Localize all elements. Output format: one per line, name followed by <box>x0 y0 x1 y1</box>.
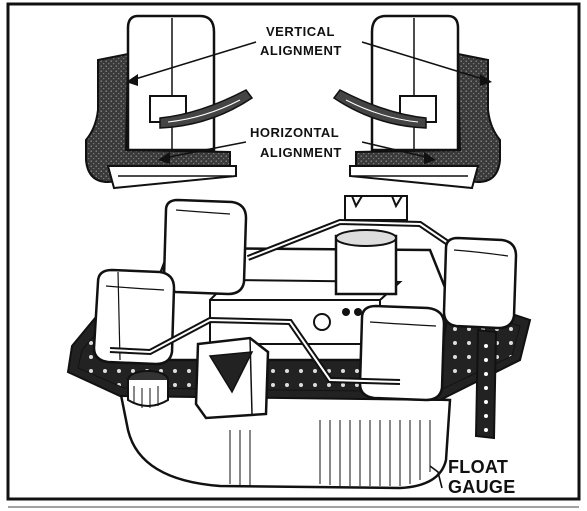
float-gauge-label-line2: GAUGE <box>448 477 516 497</box>
right-lever-arm <box>332 89 427 129</box>
float-gauge-wire-front-hl <box>109 318 401 383</box>
gauge-bridge <box>344 195 408 221</box>
float-back-left-seam <box>175 209 231 215</box>
arrow-horizontal-right <box>424 152 436 164</box>
arrow-vertical-right <box>480 74 492 86</box>
float-gauge-wire-top-hl <box>247 220 471 259</box>
right-lever-highlight <box>345 99 419 123</box>
float-back-right-seam <box>453 249 509 257</box>
float-front-right-seam <box>369 321 437 327</box>
float-back-right <box>442 236 518 330</box>
jet-dot-2 <box>354 308 362 316</box>
right-float <box>370 14 460 152</box>
left-lever-highlight <box>167 99 241 123</box>
left-lever-arm <box>159 89 254 129</box>
leader-lines <box>131 41 487 159</box>
float-front-right <box>358 304 446 402</box>
left-alignment-detail <box>85 14 254 190</box>
gauge-bridge-tabs <box>351 195 403 209</box>
right-base-plate <box>349 165 480 190</box>
screw-post-ribs <box>133 386 159 408</box>
float-gauge-label: FLOAT GAUGE <box>429 457 516 497</box>
needle-seat-triangle <box>208 351 254 394</box>
jet-circle <box>313 313 331 331</box>
left-float <box>126 14 216 152</box>
gauge-strip-holes <box>484 344 488 432</box>
arrow-horizontal-left <box>158 152 170 164</box>
horizontal-alignment-label: HORIZONTAL ALIGNMENT <box>250 125 342 160</box>
leader-float-gauge <box>429 465 443 489</box>
vertical-label-line2: ALIGNMENT <box>260 43 342 58</box>
float-gauge-label-line1: FLOAT <box>448 457 508 477</box>
leader-vertical-right <box>361 41 487 81</box>
needle-seat-edge <box>249 337 253 415</box>
float-front-left-ridge <box>117 271 121 361</box>
leader-arrows <box>126 74 492 164</box>
horizontal-label-line2: ALIGNMENT <box>260 145 342 160</box>
body-hatching <box>229 420 431 486</box>
leader-horizontal-right <box>361 141 431 159</box>
right-alignment-detail <box>332 14 501 190</box>
jet-dot-1 <box>342 308 350 316</box>
float-front-left-seam <box>105 285 165 291</box>
center-cylinder-top <box>335 229 397 247</box>
float-front-left <box>92 268 176 366</box>
leader-horizontal-left <box>163 141 247 159</box>
leader-vertical-left <box>131 41 257 81</box>
outer-border <box>6 2 581 501</box>
vertical-label-line1: VERTICAL <box>266 24 335 39</box>
horizontal-label-line1: HORIZONTAL <box>250 125 339 140</box>
gauge-strip <box>474 328 498 440</box>
float-back-left <box>162 198 248 296</box>
arrow-vertical-left <box>126 74 138 86</box>
left-base-plate <box>106 165 237 190</box>
carburetor-assembly <box>66 195 532 490</box>
vertical-alignment-label: VERTICAL ALIGNMENT <box>260 24 342 58</box>
